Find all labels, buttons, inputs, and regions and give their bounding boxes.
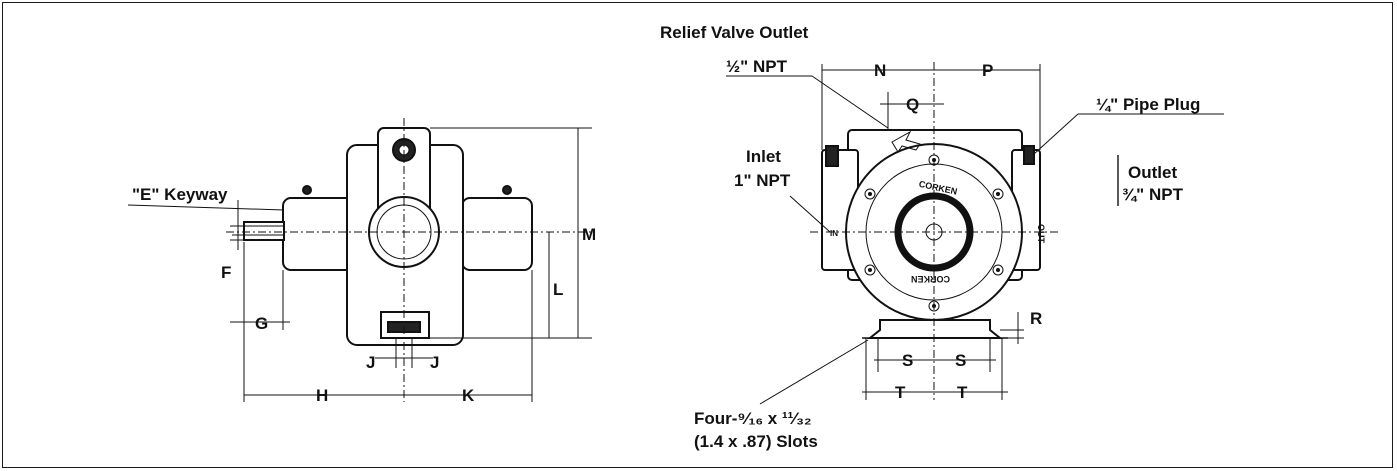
left-housing <box>282 197 354 271</box>
dim-J-right: J <box>430 353 439 372</box>
shaft <box>243 221 285 241</box>
inlet-size-label: 1" NPT <box>734 171 791 190</box>
pipe-plug <box>1023 145 1035 165</box>
dim-G: G <box>255 314 268 333</box>
dim-T-left: T <box>895 383 906 402</box>
outlet-size-label: ¾" NPT <box>1122 185 1184 204</box>
half-npt-label: ½" NPT <box>726 57 788 76</box>
outlet-label: Outlet <box>1128 163 1177 182</box>
relief-valve-outlet-label: Relief Valve Outlet <box>660 23 809 42</box>
base-mount <box>867 319 1003 339</box>
dim-H: H <box>316 386 328 405</box>
dim-R: R <box>1030 309 1042 328</box>
pipe-plug-label: ¼" Pipe Plug <box>1096 95 1200 114</box>
dim-F: F <box>221 263 231 282</box>
port-out-label: OUT <box>1036 224 1046 244</box>
dim-S-right: S <box>955 351 966 370</box>
dim-S-left: S <box>902 351 913 370</box>
relief-valve-outlet-fitting <box>825 145 839 167</box>
dim-K: K <box>462 386 475 405</box>
bolt-right <box>502 185 512 195</box>
inlet-label: Inlet <box>746 147 781 166</box>
cover-bolts <box>864 154 1004 312</box>
dim-P: P <box>982 61 993 80</box>
bolt-left <box>302 185 312 195</box>
slots-label-line2: (1.4 x .87) Slots <box>694 432 818 451</box>
flow-arrow <box>891 130 921 153</box>
e-keyway-label: "E" Keyway <box>132 185 228 204</box>
slots-label-line1: Four-⁹⁄₁₆ x ¹¹⁄₃₂ <box>694 409 812 428</box>
dim-T-right: T <box>957 383 968 402</box>
dim-L: L <box>553 280 563 299</box>
nameplate-bottom: CORKEN <box>911 274 950 284</box>
front-view: Relief Valve Outlet ½" NPT CORKEN CORKEN… <box>660 23 1224 451</box>
port-in-label: IN <box>830 229 838 238</box>
side-view: "E" Keyway F G H K J J L M <box>127 118 596 405</box>
right-housing <box>461 197 533 271</box>
dim-N: N <box>874 61 886 80</box>
dim-J-left: J <box>366 353 375 372</box>
dim-Q: Q <box>906 95 919 114</box>
dim-M: M <box>582 225 596 244</box>
